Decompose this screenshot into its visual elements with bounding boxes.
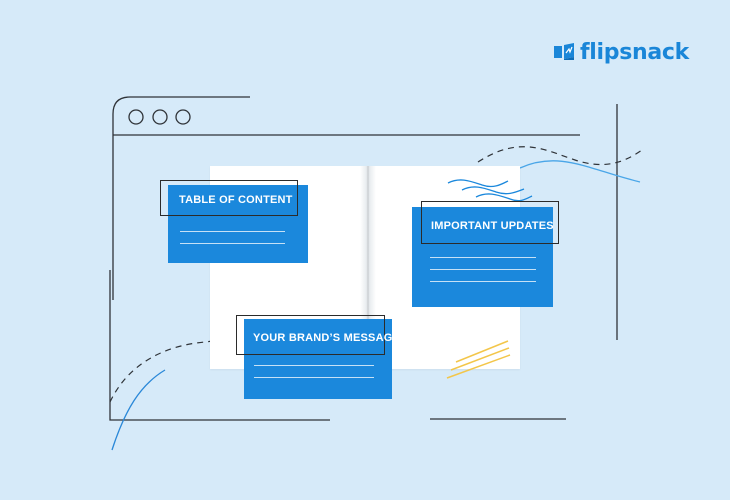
flipsnack-logo-icon	[554, 43, 574, 60]
flipsnack-logo[interactable]: flipsnack	[553, 37, 689, 67]
table-of-content-title: TABLE OF CONTENT	[179, 194, 293, 206]
placeholder-text-line	[430, 269, 536, 270]
magazine-spine	[360, 166, 376, 369]
window-dot-icon	[128, 109, 144, 125]
table-of-content-card	[168, 185, 308, 263]
placeholder-text-line	[180, 231, 285, 232]
blue-curve-bottom	[111, 369, 166, 451]
placeholder-text-line	[254, 377, 374, 378]
title-highlight-box	[236, 315, 385, 355]
placeholder-text-line	[180, 243, 285, 244]
brand-name: flipsnack	[580, 39, 689, 65]
window-frame-left	[112, 96, 250, 300]
brand-message-title: YOUR BRAND’S MESSAGE	[253, 332, 401, 344]
window-dot-icon	[175, 109, 191, 125]
blue-curve-top	[519, 160, 641, 183]
placeholder-text-line	[254, 365, 374, 366]
placeholder-text-line	[430, 281, 536, 282]
brand-message-card	[244, 319, 392, 399]
title-highlight-box	[421, 201, 559, 244]
window-dot-icon	[152, 109, 168, 125]
window-frame-bottom-left	[109, 270, 330, 421]
title-highlight-box	[160, 180, 298, 216]
important-updates-title: IMPORTANT UPDATES	[431, 220, 554, 232]
important-updates-card	[412, 207, 553, 307]
dashed-curve-top	[477, 146, 643, 166]
placeholder-text-line	[430, 257, 536, 258]
